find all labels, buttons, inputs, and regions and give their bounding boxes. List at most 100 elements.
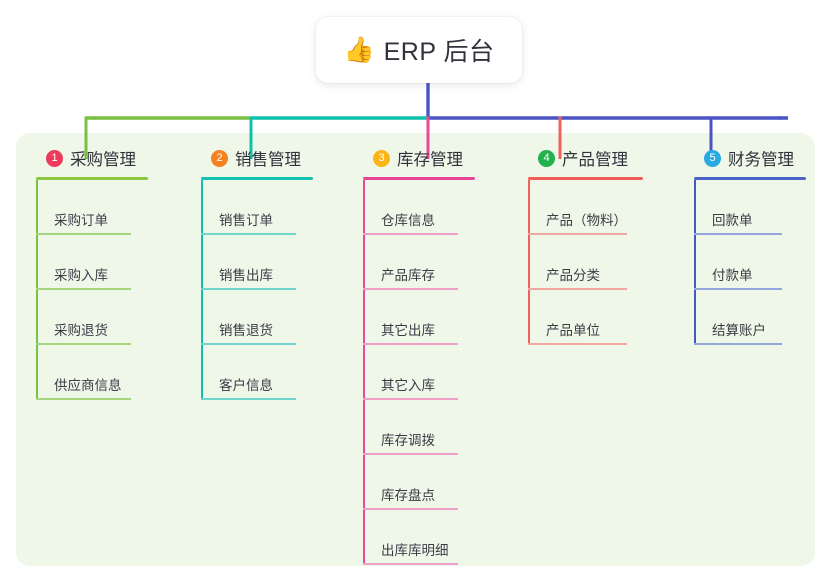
menu-item-rule xyxy=(363,453,458,455)
columns-background-panel xyxy=(16,133,815,566)
column-header-5[interactable]: 5 财务管理 xyxy=(694,146,816,170)
branch-column-2: 2 销售管理销售订单销售出库销售退货客户信息 xyxy=(201,146,351,400)
column-header-rule-1 xyxy=(36,177,148,180)
menu-item[interactable]: 采购退货 xyxy=(36,290,186,345)
column-items-3: 仓库信息产品库存其它出库其它入库库存调拨库存盘点出库库明细 xyxy=(363,180,513,565)
menu-item-rule xyxy=(363,563,458,565)
menu-item[interactable]: 库存盘点 xyxy=(363,455,513,510)
menu-item-label: 回款单 xyxy=(712,213,753,228)
column-header-rule-2 xyxy=(201,177,313,180)
column-badge-4: 4 xyxy=(538,149,555,167)
column-header-rule-3 xyxy=(363,177,475,180)
menu-item-label: 销售出库 xyxy=(219,268,273,283)
menu-item[interactable]: 其它入库 xyxy=(363,345,513,400)
menu-item-rule xyxy=(201,288,296,290)
menu-item-label: 采购入库 xyxy=(54,268,108,283)
menu-item-rule xyxy=(363,343,458,345)
menu-item[interactable]: 供应商信息 xyxy=(36,345,186,400)
menu-item[interactable]: 采购入库 xyxy=(36,235,186,290)
column-spine-4 xyxy=(528,180,530,345)
menu-item[interactable]: 出库库明细 xyxy=(363,510,513,565)
menu-item-label: 产品库存 xyxy=(381,268,435,283)
column-title-1: 采购管理 xyxy=(70,151,136,169)
column-items-1: 采购订单采购入库采购退货供应商信息 xyxy=(36,180,186,400)
column-items-5: 回款单付款单结算账户 xyxy=(694,180,816,345)
menu-item[interactable]: 仓库信息 xyxy=(363,180,513,235)
column-items-4: 产品（物料） 产品分类产品单位 xyxy=(528,180,684,345)
menu-item-rule xyxy=(201,343,296,345)
menu-item[interactable]: 客户信息 xyxy=(201,345,351,400)
menu-item-label: 付款单 xyxy=(712,268,753,283)
root-node-title: ERP 后台 xyxy=(383,38,495,66)
menu-item-label: 产品分类 xyxy=(546,268,600,283)
menu-item[interactable]: 产品单位 xyxy=(528,290,684,345)
root-node-card[interactable]: 👍 ERP 后台 xyxy=(316,17,522,83)
menu-item-rule xyxy=(201,398,296,400)
column-spine-2 xyxy=(201,180,203,400)
menu-item-rule xyxy=(36,343,131,345)
menu-item[interactable]: 采购订单 xyxy=(36,180,186,235)
column-spine-1 xyxy=(36,180,38,400)
menu-item-rule xyxy=(36,288,131,290)
menu-item[interactable]: 库存调拨 xyxy=(363,400,513,455)
menu-item-label: 采购订单 xyxy=(54,213,108,228)
menu-item-rule xyxy=(36,233,131,235)
column-title-5: 财务管理 xyxy=(728,151,794,169)
menu-item-label: 库存盘点 xyxy=(381,488,435,503)
column-badge-1: 1 xyxy=(46,149,63,167)
column-header-rule-4 xyxy=(528,177,643,180)
menu-item-label: 销售退货 xyxy=(219,323,273,338)
thumbs-up-emoji: 👍 xyxy=(343,35,375,64)
menu-item[interactable]: 销售退货 xyxy=(201,290,351,345)
menu-item-rule xyxy=(363,508,458,510)
menu-item-rule xyxy=(528,233,627,235)
column-header-4[interactable]: 4 产品管理 xyxy=(528,146,684,170)
menu-item[interactable]: 产品库存 xyxy=(363,235,513,290)
menu-item-rule xyxy=(528,288,627,290)
menu-item[interactable]: 销售出库 xyxy=(201,235,351,290)
menu-item-rule xyxy=(694,343,782,345)
menu-item-label: 采购退货 xyxy=(54,323,108,338)
branch-column-5: 5 财务管理回款单付款单结算账户 xyxy=(694,146,816,345)
menu-item-label: 库存调拨 xyxy=(381,433,435,448)
menu-item-label: 结算账户 xyxy=(712,323,766,338)
menu-item-label: 其它入库 xyxy=(381,378,435,393)
branch-column-4: 4 产品管理产品（物料） 产品分类产品单位 xyxy=(528,146,684,345)
menu-item[interactable]: 产品分类 xyxy=(528,235,684,290)
menu-item[interactable]: 付款单 xyxy=(694,235,816,290)
menu-item-rule xyxy=(528,343,627,345)
menu-item-label: 仓库信息 xyxy=(381,213,435,228)
menu-item-rule xyxy=(36,398,131,400)
column-header-1[interactable]: 1 采购管理 xyxy=(36,146,186,170)
branch-column-1: 1 采购管理采购订单采购入库采购退货供应商信息 xyxy=(36,146,186,400)
column-title-3: 库存管理 xyxy=(397,151,463,169)
column-title-4: 产品管理 xyxy=(562,151,628,169)
column-badge-2: 2 xyxy=(211,149,228,167)
menu-item-rule xyxy=(363,398,458,400)
menu-item[interactable]: 回款单 xyxy=(694,180,816,235)
menu-item-label: 其它出库 xyxy=(381,323,435,338)
menu-item[interactable]: 销售订单 xyxy=(201,180,351,235)
menu-item-rule xyxy=(363,288,458,290)
menu-item-rule xyxy=(363,233,458,235)
menu-item-rule xyxy=(694,288,782,290)
column-title-2: 销售管理 xyxy=(235,151,301,169)
column-spine-5 xyxy=(694,180,696,345)
menu-item-label: 供应商信息 xyxy=(54,378,122,393)
menu-item-label: 销售订单 xyxy=(219,213,273,228)
menu-item[interactable]: 产品（物料） xyxy=(528,180,684,235)
menu-item-label: 客户信息 xyxy=(219,378,273,393)
menu-item-rule xyxy=(201,233,296,235)
column-spine-3 xyxy=(363,180,365,565)
menu-item[interactable]: 结算账户 xyxy=(694,290,816,345)
column-header-rule-5 xyxy=(694,177,806,180)
column-badge-5: 5 xyxy=(704,149,721,167)
menu-item-label: 产品单位 xyxy=(546,323,600,338)
column-header-2[interactable]: 2 销售管理 xyxy=(201,146,351,170)
menu-item[interactable]: 其它出库 xyxy=(363,290,513,345)
menu-item-label: 出库库明细 xyxy=(381,543,449,558)
